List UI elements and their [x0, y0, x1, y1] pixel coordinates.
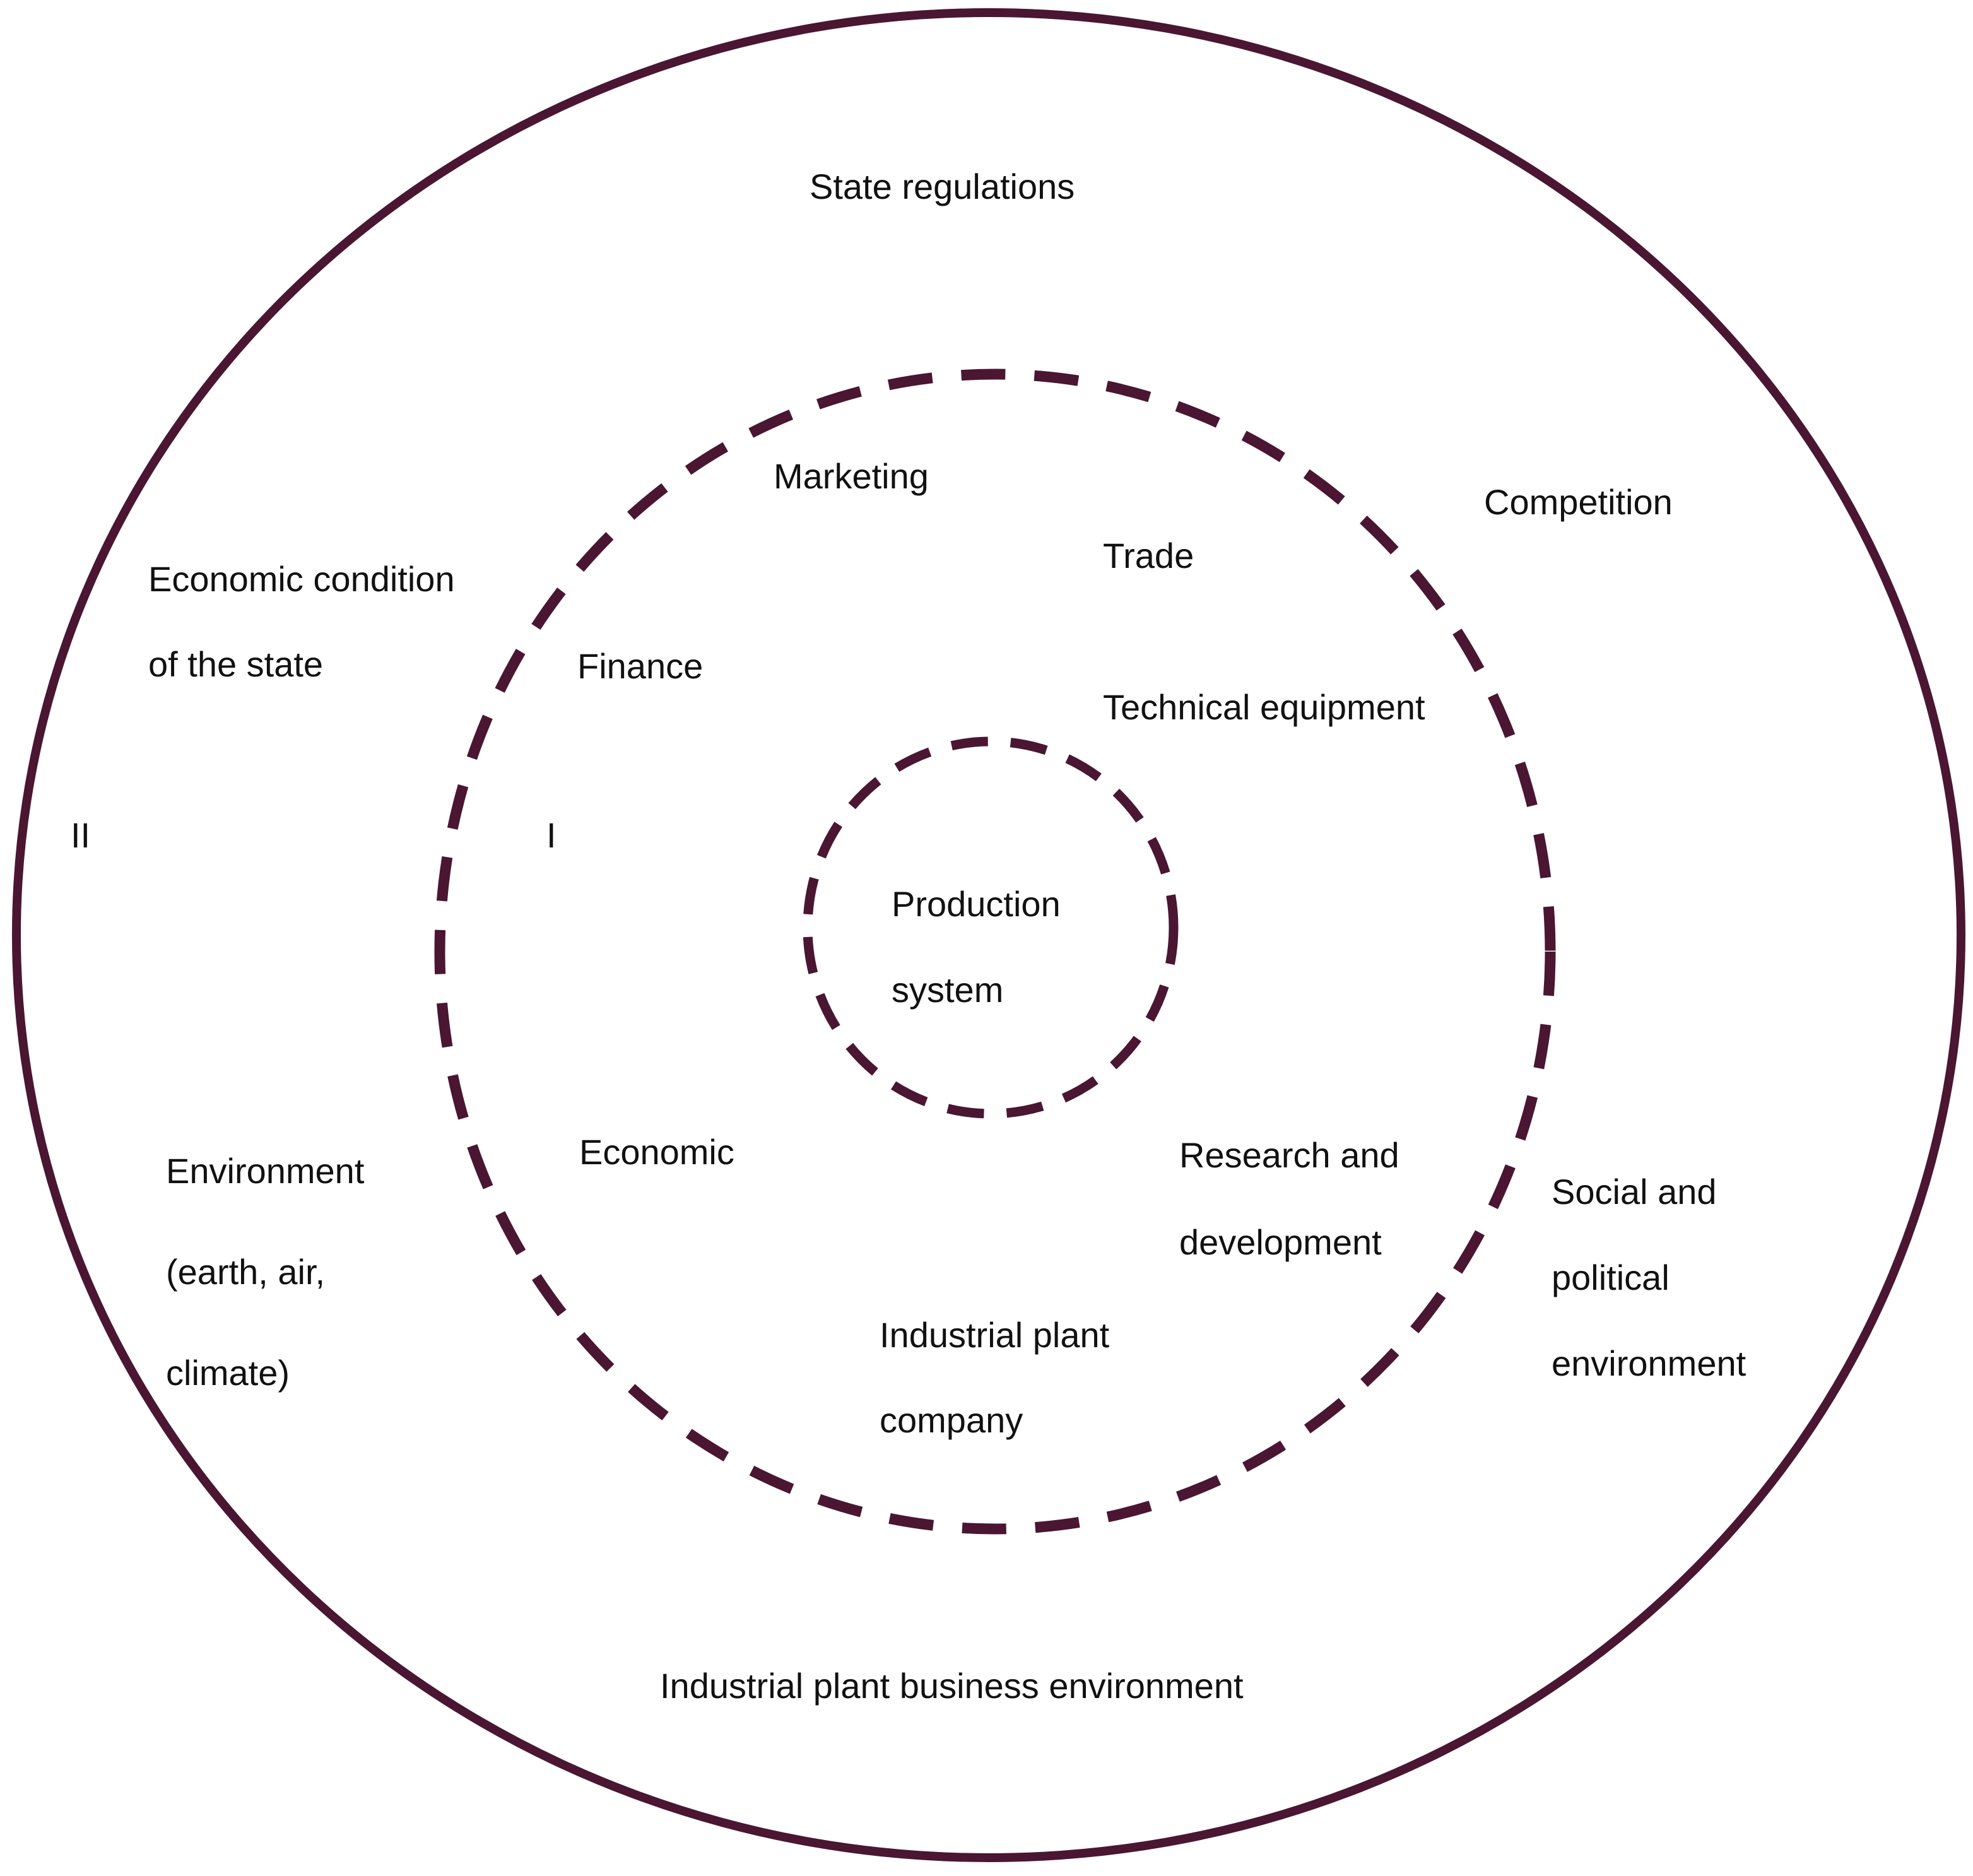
- middle-ring: [434, 369, 1556, 1535]
- technical-equipment-label: Technical equipment: [1103, 687, 1425, 727]
- competition-label: Competition: [1484, 482, 1673, 522]
- industrial-company-line-1: Industrial plant: [880, 1315, 1110, 1355]
- social-political-line-3: environment: [1552, 1343, 1746, 1383]
- trade-label: Trade: [1103, 536, 1194, 575]
- research-development-label: Research and development: [1179, 1135, 1409, 1262]
- finance-label: Finance: [577, 646, 703, 686]
- economic-label: Economic: [579, 1132, 734, 1172]
- business-environment-label: Industrial plant business environment: [660, 1666, 1244, 1706]
- environment-label: Environment (earth, air, climate): [166, 1151, 374, 1393]
- production-system-label: Production system: [892, 884, 1070, 1010]
- industrial-company-label: Industrial plant company: [880, 1315, 1119, 1440]
- environment-line-2: (earth, air,: [166, 1252, 325, 1292]
- outer-ring: [12, 8, 1965, 1862]
- industrial-company-line-2: company: [880, 1400, 1023, 1440]
- outer-ring-label: II: [71, 815, 90, 855]
- environment-line-3: climate): [166, 1353, 290, 1393]
- economic-condition-line-1: Economic condition: [148, 559, 455, 599]
- social-political-line-2: political: [1552, 1258, 1670, 1297]
- state-regulations-label: State regulations: [810, 167, 1075, 206]
- research-development-line-1: Research and: [1179, 1135, 1399, 1175]
- production-system-line-1: Production: [892, 884, 1061, 924]
- inner-ring: [803, 736, 1179, 1119]
- social-political-label: Social and political environment: [1552, 1172, 1746, 1383]
- production-system-line-2: system: [892, 970, 1003, 1010]
- research-development-line-2: development: [1179, 1222, 1382, 1262]
- economic-condition-label: Economic condition of the state: [148, 559, 464, 684]
- social-political-line-1: Social and: [1552, 1172, 1717, 1212]
- marketing-label: Marketing: [774, 456, 929, 496]
- environment-line-1: Environment: [166, 1151, 365, 1191]
- middle-ring-label: I: [546, 815, 557, 855]
- economic-condition-line-2: of the state: [148, 644, 323, 684]
